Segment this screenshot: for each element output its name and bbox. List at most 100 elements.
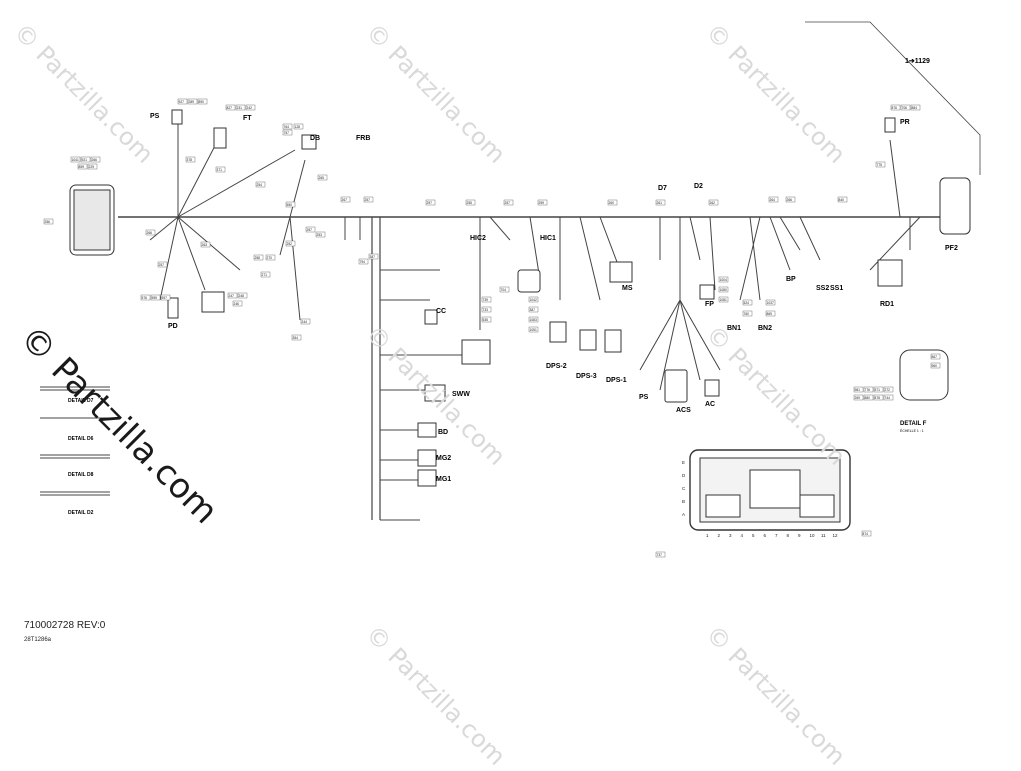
callout-number: 1051 <box>530 328 538 332</box>
callout-box <box>145 229 156 236</box>
callout-box <box>235 104 246 111</box>
callout-number: 1083 <box>530 318 538 322</box>
label-sww: SWW <box>452 391 470 398</box>
label-dps2: DPS-2 <box>546 363 567 370</box>
callout-number: 737 <box>657 553 663 557</box>
callout-number: 869 <box>767 312 773 316</box>
callout-box <box>77 163 88 170</box>
callout-number: 706 <box>902 106 908 110</box>
callout-box <box>185 156 196 163</box>
callout-box <box>293 123 304 130</box>
label-bp: BP <box>786 276 796 283</box>
connector-ps-shape <box>171 109 183 125</box>
callout-box <box>317 174 328 181</box>
callout-number: 371 <box>217 168 223 172</box>
connector-dps2-shape <box>549 321 567 343</box>
fuse-row-label: A <box>682 512 685 517</box>
label-d7: D7 <box>658 185 667 192</box>
connector-mg1-shape <box>417 469 437 487</box>
callout-number: 257 <box>159 263 165 267</box>
callout-box <box>930 353 941 360</box>
callout-box <box>150 294 161 301</box>
fuse-box-right <box>939 177 971 235</box>
callout-number: 744 <box>885 396 891 400</box>
callout-number: 880 <box>865 396 871 400</box>
connector-ft-shape <box>213 127 227 149</box>
fuse-row-label: D <box>682 473 686 478</box>
callout-number: 1080 <box>720 288 728 292</box>
callout-number: 264 <box>770 198 776 202</box>
callout-box <box>465 199 476 206</box>
callout-box <box>300 318 311 325</box>
reference-label: 1➔1129 <box>905 58 930 65</box>
callout-number: 876 <box>892 106 898 110</box>
connector-dps1-shape <box>604 329 622 353</box>
callout-number: 252 <box>287 242 293 246</box>
callout-number: 576 <box>142 296 148 300</box>
detail-d8: DETAIL D8 <box>68 472 94 478</box>
callout-number: 289 <box>189 100 195 104</box>
callout-number: 272 <box>885 388 891 392</box>
callout-number: 354 <box>293 336 299 340</box>
fuse-col-label: 5 <box>752 533 755 538</box>
callout-number: 776 <box>865 388 871 392</box>
fuse-col-label: 12 <box>833 533 839 538</box>
connector-hic-shape <box>517 269 541 293</box>
callout-box <box>232 300 243 307</box>
callout-number: 595 <box>152 296 158 300</box>
callout-number: 890 <box>199 100 205 104</box>
callout-box <box>742 310 753 317</box>
callout-box <box>187 98 198 105</box>
callout-number: 229 <box>89 165 95 169</box>
callout-number: 921 <box>82 158 88 162</box>
callout-number: 253 <box>317 233 323 237</box>
label-dps1: DPS-1 <box>606 377 627 384</box>
label-frb: FRB <box>356 135 370 142</box>
callout-number: 960 <box>932 364 938 368</box>
callout-box <box>528 296 539 303</box>
callout-number: 775 <box>877 163 883 167</box>
callout-box <box>237 292 248 299</box>
connector-ac-shape <box>704 379 720 397</box>
callout-number: 704 <box>501 288 507 292</box>
callout-box <box>837 196 848 203</box>
callout-box <box>177 98 188 105</box>
callout-number: 571 <box>875 388 881 392</box>
callout-box <box>910 104 921 111</box>
detail-d2: DETAIL D2 <box>68 510 94 516</box>
callout-number: 981 <box>855 388 861 392</box>
callout-box <box>718 286 729 293</box>
label-ac: AC <box>705 401 715 408</box>
callout-number: 524 <box>744 301 750 305</box>
label-rd1: RD1 <box>880 301 894 308</box>
callout-box <box>305 226 316 233</box>
connector-db-shape <box>301 134 317 150</box>
callout-box <box>425 199 436 206</box>
connector-mg2-shape <box>417 449 437 467</box>
fuse-col-label: 8 <box>787 533 790 538</box>
callout-box <box>368 253 379 260</box>
callout-number: 244 <box>302 320 308 324</box>
callout-number: 259 <box>539 201 545 205</box>
label-pr: PR <box>900 119 910 126</box>
callout-box <box>80 156 91 163</box>
callout-number: 535 <box>483 318 489 322</box>
label-pd: PD <box>168 323 178 330</box>
callout-number: 271 <box>262 273 268 277</box>
detail-f: DETAIL F <box>900 421 927 427</box>
callout-box <box>282 129 293 136</box>
callout-box <box>499 286 510 293</box>
callout-number: 265 <box>319 176 325 180</box>
callout-number: 840 <box>839 198 845 202</box>
callout-number: 1041 <box>72 158 80 162</box>
callout-box <box>883 394 894 401</box>
label-fp: FP <box>705 301 714 308</box>
callout-box <box>873 394 884 401</box>
fuse-col-label: 4 <box>741 533 744 538</box>
callout-number: 827 <box>227 106 233 110</box>
callout-box <box>43 218 54 225</box>
callout-box <box>481 306 492 313</box>
detail-f-scale: ÉCHELLE 1 : 1 <box>900 428 924 433</box>
